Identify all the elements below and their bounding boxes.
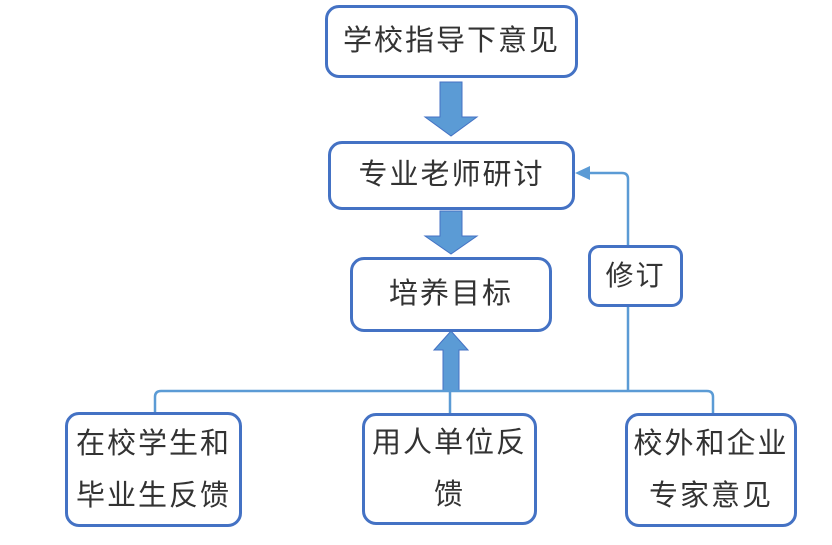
node-teacher-discussion: 专业老师研讨: [328, 141, 575, 210]
node-students-feedback: 在校学生和 毕业生反馈: [65, 412, 242, 527]
node-label: 学校指导下意见: [342, 25, 560, 58]
node-school-guidance: 学校指导下意见: [325, 5, 578, 78]
block-arrow-feedback-to-goal: [432, 330, 470, 392]
thin-arrowhead-left: [575, 166, 590, 180]
connector-feedback-bus: [153, 389, 715, 413]
node-employer-feedback: 用人单位反 馈: [362, 413, 537, 525]
node-label-line-1: 在校学生和: [75, 427, 231, 460]
node-label-line-2: 专家意见: [648, 480, 773, 512]
connector-revision-to-teachers: [586, 171, 630, 245]
node-label-line-1: 校外和企业: [633, 428, 789, 460]
node-expert-opinion: 校外和企业 专家意见: [625, 413, 797, 527]
node-label: 修订: [605, 260, 666, 292]
block-arrow-teachers-to-goal: [423, 210, 479, 255]
block-arrow-school-to-teachers: [423, 81, 479, 137]
node-revision: 修订: [588, 245, 683, 307]
node-label-line-1: 用人单位反: [371, 427, 527, 459]
node-label: 专业老师研讨: [358, 159, 545, 192]
node-training-goal: 培养目标: [350, 257, 552, 332]
node-label-line-2: 馈: [433, 479, 465, 511]
node-label: 培养目标: [388, 278, 513, 311]
node-label-line-2: 毕业生反馈: [75, 479, 231, 512]
